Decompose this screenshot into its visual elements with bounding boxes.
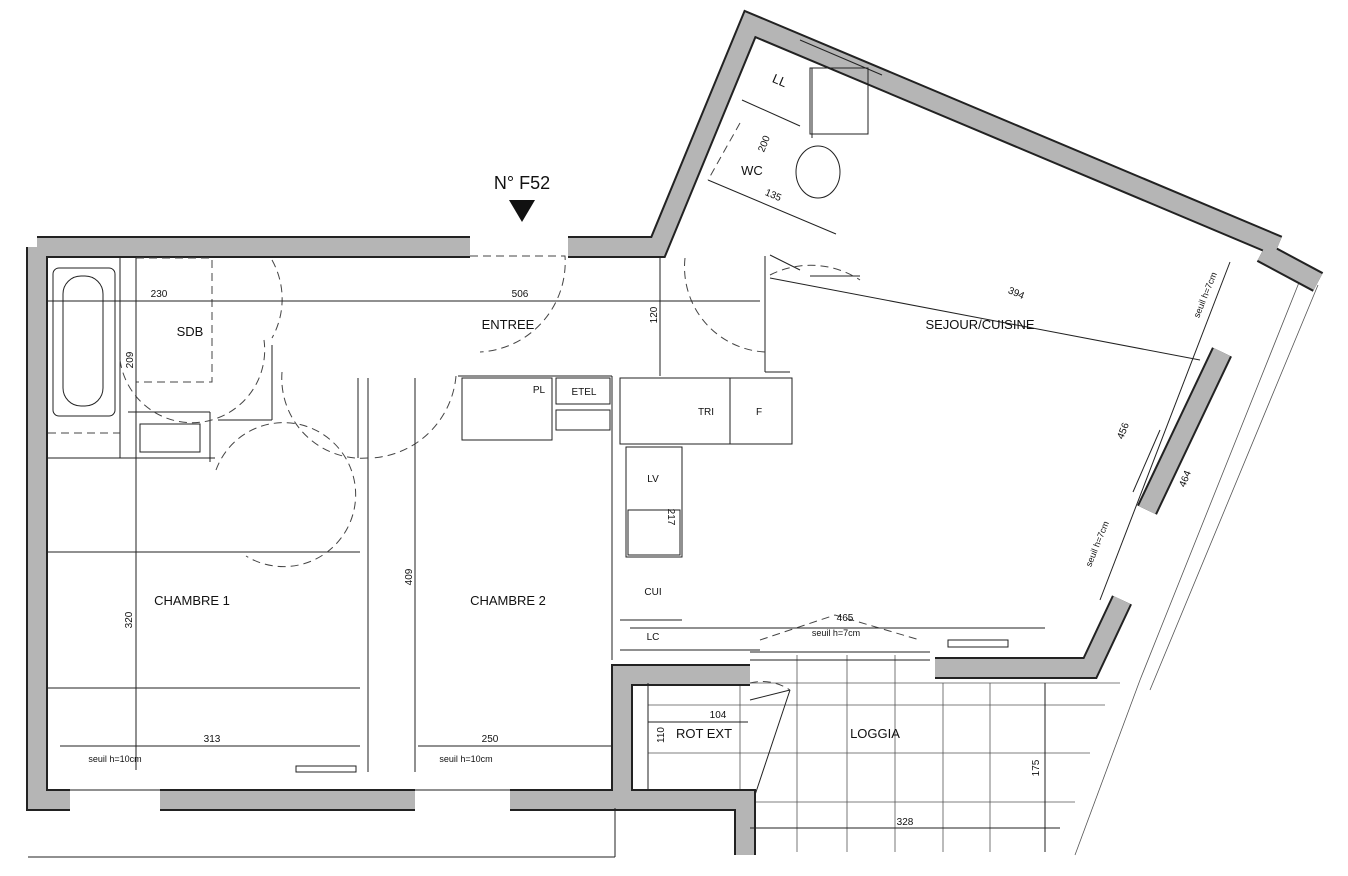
fixture-etel: ETEL: [571, 387, 596, 398]
dim-loggia-side: 464: [1177, 469, 1194, 489]
dim-sejour-side: 456: [1115, 421, 1132, 441]
door-swings: [48, 122, 921, 691]
dim-loggia-height: 175: [1031, 759, 1042, 776]
dim-sdb-height: 209: [125, 351, 136, 368]
fixture-pl: PL: [533, 385, 546, 396]
room-chambre-2: CHAMBRE 2: [470, 593, 546, 608]
dim-loggia-width: 328: [897, 817, 914, 828]
threshold-chambre2: seuil h=10cm: [439, 754, 492, 764]
walls: [26, 9, 1324, 855]
fixture-lv: LV: [647, 474, 659, 485]
dim-rot-height: 110: [656, 727, 667, 743]
unit-number: N° F52: [494, 173, 550, 193]
dim-chambre1-height: 320: [124, 611, 135, 628]
dim-entree-width: 506: [512, 289, 529, 300]
dim-entree-height: 120: [649, 306, 660, 323]
dim-chambre2-height: 409: [404, 568, 415, 585]
fixture-tri: TRI: [698, 407, 714, 418]
dim-chambre2-width: 250: [482, 734, 499, 745]
entrance-arrow-icon: [509, 200, 535, 222]
dimension-lines: [48, 256, 1231, 852]
dim-sejour-diagonal: 394: [1006, 285, 1026, 302]
dim-sdb-width: 230: [151, 289, 168, 300]
room-sejour-cuisine: SEJOUR/CUISINE: [925, 317, 1034, 332]
threshold-chambre1: seuil h=10cm: [88, 754, 141, 764]
fixture-lc: LC: [647, 632, 660, 643]
room-entree: ENTREE: [482, 317, 535, 332]
threshold-sejour-right-top: seuil h=7cm: [1192, 271, 1219, 320]
room-sdb: SDB: [177, 324, 204, 339]
dim-sejour-width: 465: [837, 613, 854, 624]
dim-wc-width: 135: [763, 187, 783, 204]
dim-rot-width: 104: [710, 710, 727, 721]
room-wc: WC: [741, 163, 763, 178]
partitions: [28, 39, 1161, 858]
dim-lv-depth: 217: [665, 509, 676, 526]
fixture-cui: CUI: [644, 587, 661, 598]
room-rot-ext: ROT EXT: [676, 726, 732, 741]
fixture-ll: LL: [770, 71, 789, 90]
fixture-f: F: [756, 407, 762, 418]
threshold-sejour-bottom: seuil h=7cm: [812, 628, 860, 638]
room-loggia: LOGGIA: [850, 726, 900, 741]
threshold-sejour-right-bottom: seuil h=7cm: [1084, 520, 1111, 569]
dim-wc-height: 200: [756, 134, 773, 154]
room-chambre-1: CHAMBRE 1: [154, 593, 230, 608]
dim-chambre1-width: 313: [204, 734, 221, 745]
